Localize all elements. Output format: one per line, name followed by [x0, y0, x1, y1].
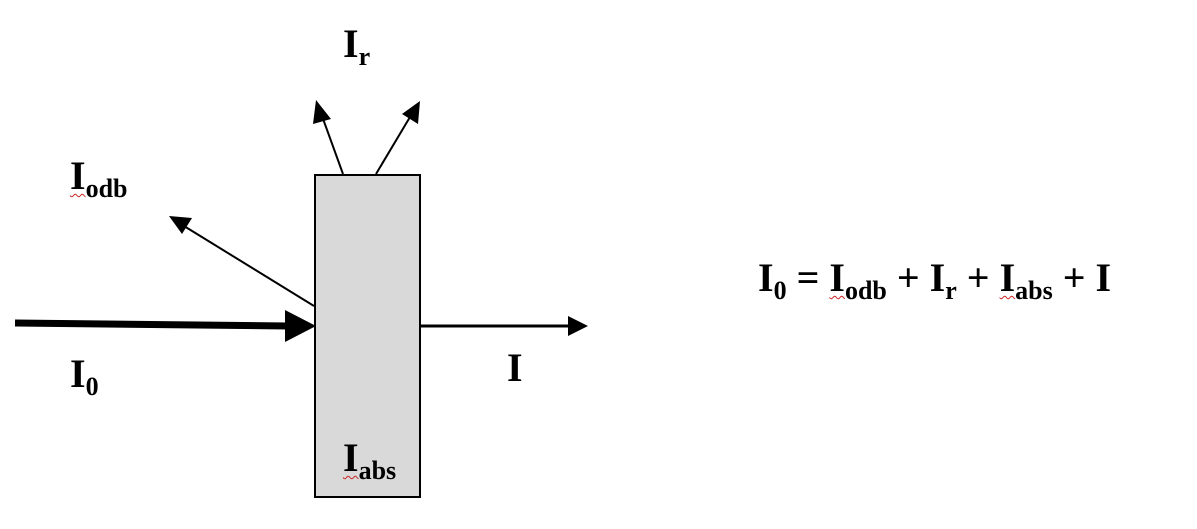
eq-plus-2: + — [966, 255, 990, 300]
eq-equals: = — [796, 255, 820, 300]
label-incident-main: I — [70, 351, 86, 396]
reflection-arrow-right — [375, 116, 411, 175]
label-reflected-main: I — [343, 21, 359, 66]
label-absorbed-sub: abs — [358, 456, 397, 485]
eq-plus-3: + — [1062, 255, 1086, 300]
eq-term-r-sub: r — [945, 276, 957, 305]
eq-term-odb-sub: odb — [844, 276, 887, 305]
energy-balance-equation: I0=Iodb+Ir+Iabs+I — [758, 255, 1112, 304]
label-transmitted-main: I — [507, 345, 523, 390]
label-diffuse-reflection-main: I — [70, 153, 86, 198]
eq-lhs-sub: 0 — [773, 276, 787, 305]
eq-term-odb-main: I — [829, 255, 845, 300]
incident-beam-arrowhead — [285, 310, 316, 342]
transmission-arrowhead — [568, 316, 588, 336]
diffuse-reflection-arrow — [183, 225, 315, 307]
eq-term-abs-sub: abs — [1015, 276, 1053, 305]
material-slab — [314, 174, 421, 498]
label-absorbed: Iabs — [343, 435, 396, 484]
eq-term-odb: Iodb — [829, 255, 887, 304]
reflection-arrow-left-arrowhead — [313, 100, 331, 124]
label-reflected: Ir — [343, 21, 370, 70]
label-diffuse-reflection-sub: odb — [85, 174, 128, 203]
eq-term-i-main: I — [1095, 255, 1112, 300]
label-diffuse-reflection-text: Iodb — [70, 153, 128, 202]
diffuse-reflection-arrowhead — [169, 216, 192, 234]
label-transmitted: I — [507, 348, 523, 388]
eq-lhs-main: I — [758, 255, 774, 300]
label-incident: I0 — [70, 351, 99, 400]
label-diffuse-reflection: Iodb — [70, 153, 128, 202]
label-absorbed-main: I — [343, 435, 359, 480]
incident-beam-arrow — [14, 319, 289, 330]
reflection-arrow-right-arrowhead — [402, 101, 420, 124]
label-incident-sub: 0 — [85, 372, 99, 401]
eq-plus-1: + — [896, 255, 920, 300]
eq-term-abs-main: I — [999, 255, 1016, 300]
eq-term-r-main: I — [929, 255, 946, 300]
label-absorbed-text: Iabs — [343, 435, 396, 484]
eq-term-abs: Iabs — [999, 255, 1053, 304]
reflection-arrow-left — [321, 115, 344, 175]
label-reflected-sub: r — [358, 42, 371, 71]
